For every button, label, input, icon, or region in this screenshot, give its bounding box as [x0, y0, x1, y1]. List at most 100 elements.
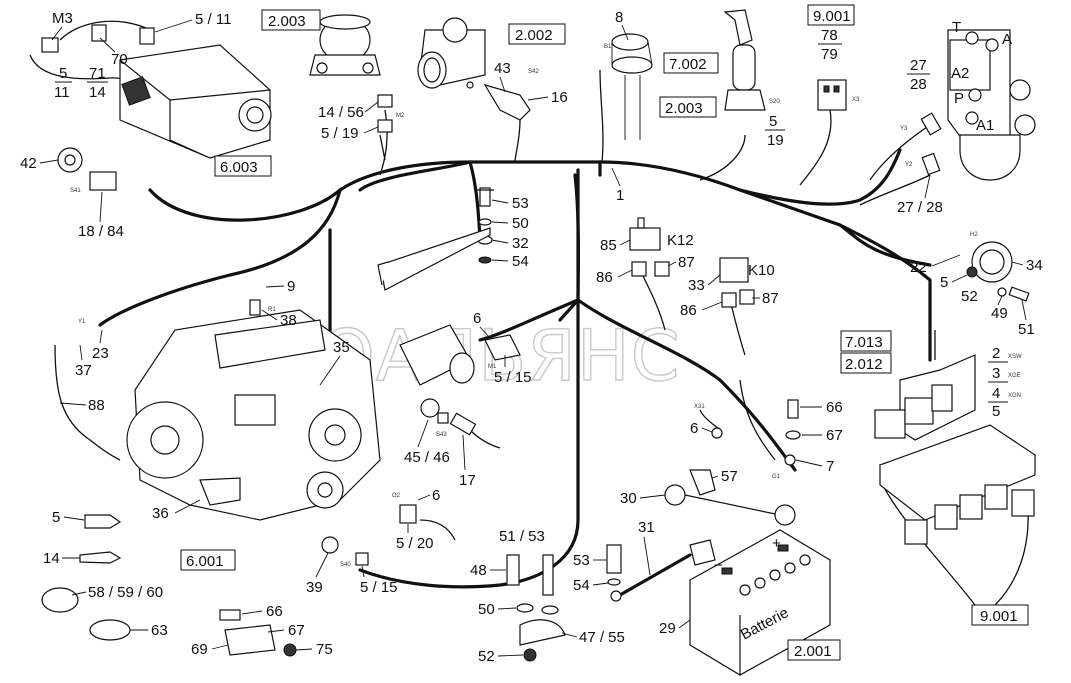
callout-37: 37 [75, 362, 92, 379]
callout-47-55: 47 / 55 [579, 629, 625, 646]
callout-57: 57 [721, 468, 738, 485]
callout-42: 42 [20, 155, 37, 172]
callout-k10: K10 [748, 262, 775, 279]
code-xgn: XGN [1008, 393, 1021, 399]
callout-53-top: 53 [512, 195, 529, 212]
bolts-bottom [506, 544, 622, 662]
callout-f11: 11 [54, 84, 70, 101]
sensor-2002 [417, 17, 531, 121]
callout-16: 16 [551, 89, 568, 106]
code-y2: Y2 [905, 162, 913, 168]
valve-a: A [1002, 31, 1012, 48]
callout-23: 23 [92, 345, 109, 362]
component-codes: B1 S42 S20 X3 Y3 Y2 M2 S41 Y1 H2 R1 M1 X… [70, 44, 1022, 568]
code-s20: S20 [769, 99, 780, 105]
callout-67-mid: 67 [826, 427, 843, 444]
loose-parts-left [41, 504, 417, 657]
valve-block [920, 29, 1036, 181]
callout-5-11-top: 5 / 11 [195, 11, 231, 28]
callout-5-15-mid: 5 / 15 [494, 369, 532, 386]
callout-45-46: 45 / 46 [404, 449, 450, 466]
code-r1: R1 [268, 307, 276, 313]
callout-5-horn: 5 [940, 274, 948, 291]
callout-5-15-bottom: 5 / 15 [360, 579, 398, 596]
callout-c2: 2 [992, 345, 1000, 362]
ref-9001-bottom: 9.001 [980, 608, 1018, 625]
battery: Batterie + − [688, 529, 832, 676]
callout-f78: 78 [821, 27, 838, 44]
callout-43: 43 [494, 60, 511, 77]
sensor-s41 [57, 147, 117, 191]
callout-86-mid: 86 [680, 302, 697, 319]
callout-86-top: 86 [596, 269, 613, 286]
callout-29: 29 [659, 620, 676, 637]
callout-5-19-left: 5 / 19 [321, 125, 359, 142]
valve-p: P [954, 90, 964, 107]
callout-39: 39 [306, 579, 323, 596]
callout-85: 85 [600, 237, 617, 254]
callout-f27: 27 [910, 57, 927, 74]
callout-31: 31 [638, 519, 655, 536]
sender-b1 [611, 33, 653, 140]
callout-22: 22 [910, 259, 927, 276]
callout-33: 33 [688, 277, 705, 294]
callout-18-84: 18 / 84 [78, 223, 124, 240]
code-m1: M1 [488, 364, 497, 370]
code-g2: G2 [392, 493, 401, 499]
starter-m1 [399, 324, 521, 386]
callout-32: 32 [512, 235, 529, 252]
ref-2003-top: 2.003 [268, 13, 306, 30]
callout-50-top: 50 [512, 215, 529, 232]
code-s42: S42 [528, 69, 539, 75]
callout-66-mid: 66 [826, 399, 843, 416]
connector-m3 [41, 24, 155, 53]
callout-38: 38 [280, 312, 297, 329]
ref-7002: 7.002 [669, 56, 707, 73]
callout-52-horn: 52 [961, 288, 978, 305]
valve-a2: A2 [951, 65, 969, 82]
callout-66-bottom: 66 [266, 603, 283, 620]
battery-minus: − [714, 557, 723, 574]
callout-17: 17 [459, 472, 476, 489]
callout-58-59-60: 58 / 59 / 60 [88, 584, 163, 601]
callout-c3: 3 [992, 365, 1000, 382]
code-s40: S40 [340, 562, 351, 568]
callout-63: 63 [151, 622, 168, 639]
callout-f71: 71 [89, 65, 106, 82]
code-y3: Y3 [900, 126, 908, 132]
callout-49: 49 [991, 305, 1008, 322]
ground-terminals [664, 399, 801, 526]
callout-88: 88 [88, 397, 105, 414]
code-x3: X3 [852, 97, 860, 103]
callout-53-bat: 53 [573, 552, 590, 569]
code-m2: M2 [396, 113, 405, 119]
callout-f28: 28 [910, 76, 927, 93]
callout-27-28-bottom: 27 / 28 [897, 199, 943, 216]
ref-6003: 6.003 [220, 159, 258, 176]
valve-a1: A1 [976, 117, 994, 134]
callout-7: 7 [826, 458, 834, 475]
callout-69: 69 [191, 641, 208, 658]
callout-f79: 79 [821, 46, 838, 63]
horn-h2 [966, 241, 1030, 302]
callout-k12: K12 [667, 232, 694, 249]
valve-t: T [952, 19, 961, 36]
code-xge: XGE [1008, 373, 1021, 379]
connector-x3 [817, 79, 847, 111]
callout-5-20: 5 / 20 [396, 535, 434, 552]
callout-6-x31: 6 [690, 420, 698, 437]
callout-87-top: 87 [678, 254, 695, 271]
fuse-relay-block [874, 354, 1037, 545]
heater-unit [119, 44, 272, 159]
callout-70: 70 [111, 51, 128, 68]
callout-67-bottom: 67 [288, 622, 305, 639]
callout-48: 48 [470, 562, 487, 579]
bracket-hardware [377, 187, 494, 291]
relay-k12 [629, 217, 670, 277]
callout-6-mid: 6 [473, 310, 481, 327]
callout-51-horn: 51 [1018, 321, 1035, 338]
code-s43: S43 [436, 432, 447, 438]
ref-2002: 2.002 [515, 27, 553, 44]
joystick-7002 [723, 9, 766, 111]
sensor-s43 [420, 398, 449, 424]
